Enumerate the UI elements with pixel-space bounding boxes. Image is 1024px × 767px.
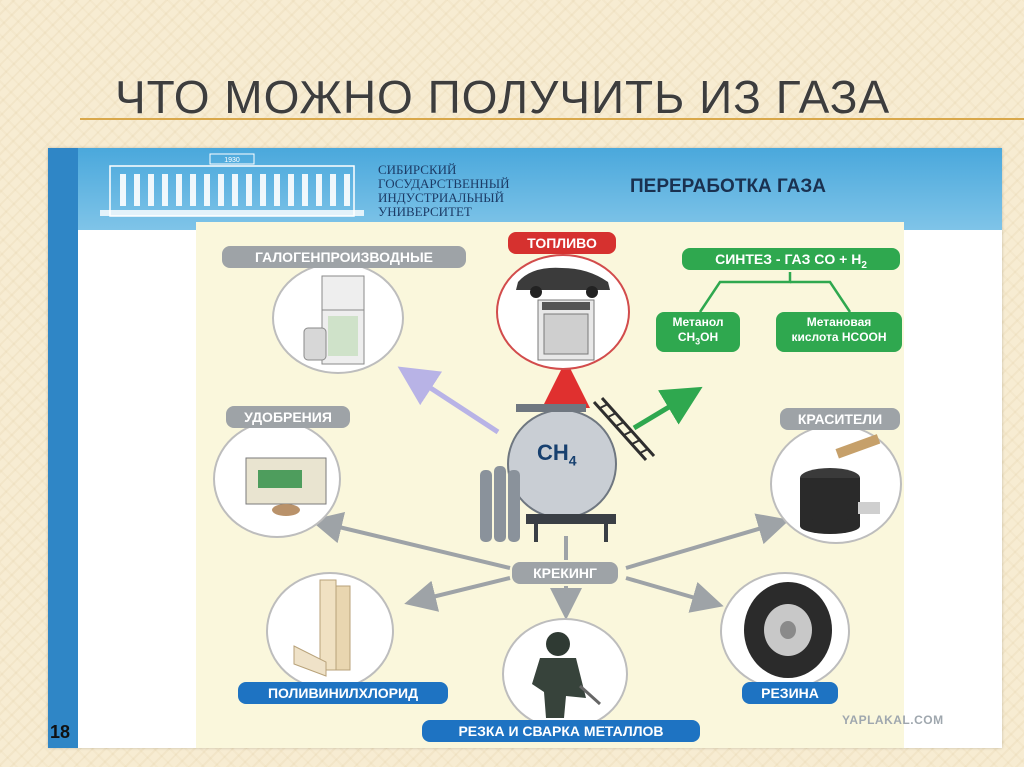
box-formic-acid: Метановая кислота HCOOH bbox=[776, 312, 902, 352]
methane-formula: CH4 bbox=[537, 440, 577, 468]
label-pvc: ПОЛИВИНИЛХЛОРИД bbox=[238, 682, 448, 704]
arrow-to-formic-acid bbox=[790, 280, 852, 313]
slide-page-number: 18 bbox=[50, 722, 71, 742]
tire-icon bbox=[744, 582, 832, 678]
watermark: YAPLAKAL.COM bbox=[842, 713, 944, 727]
title-underline bbox=[80, 118, 1024, 120]
fertilizer-box-icon bbox=[245, 457, 327, 516]
label-synthesis-gas: СИНТЕЗ - ГАЗ CO + H2 bbox=[682, 248, 900, 271]
building-year: 1930 bbox=[224, 157, 240, 164]
methanol-name: Метанол bbox=[672, 315, 724, 329]
label-fertilizers: УДОБРЕНИЯ bbox=[226, 406, 350, 428]
synthesis-gas-text: СИНТЕЗ - ГАЗ CO + H bbox=[715, 251, 862, 267]
arrow-to-halogen bbox=[397, 366, 500, 435]
university-line: ГОСУДАРСТВЕННЫЙ bbox=[378, 176, 510, 191]
left-accent-bar bbox=[48, 148, 78, 748]
formic-acid-formula: кислота HCOOH bbox=[791, 330, 887, 344]
paint-can-icon bbox=[800, 434, 881, 534]
label-halogen-derivatives: ГАЛОГЕНПРОИЗВОДНЫЕ bbox=[222, 246, 466, 268]
label-rubber: РЕЗИНА bbox=[742, 682, 838, 704]
car-and-stove-icon bbox=[516, 267, 610, 361]
arrow-to-methanol bbox=[698, 272, 792, 313]
university-line: УНИВЕРСИТЕТ bbox=[378, 204, 472, 219]
university-name: СИБИРСКИЙ ГОСУДАРСТВЕННЫЙ ИНДУСТРИАЛЬНЫЙ… bbox=[378, 163, 548, 219]
label-metal-cutting: РЕЗКА И СВАРКА МЕТАЛЛОВ bbox=[422, 720, 700, 742]
methane-subscript: 4 bbox=[568, 452, 577, 469]
label-fuel: ТОПЛИВО bbox=[508, 232, 616, 254]
arrow-to-rubber bbox=[625, 576, 724, 613]
arrow-to-pvc bbox=[404, 576, 511, 612]
university-building-icon: 1930 bbox=[100, 153, 364, 217]
arrow-to-synthesis-gas bbox=[632, 386, 703, 431]
gas-tank-icon bbox=[480, 396, 656, 542]
synthesis-gas-subscript: 2 bbox=[861, 259, 867, 271]
box-methanol: Метанол CH3OH bbox=[656, 312, 740, 352]
methane-label: CH bbox=[537, 440, 569, 465]
arrow-to-dyes bbox=[625, 513, 790, 570]
university-line: ИНДУСТРИАЛЬНЫЙ bbox=[378, 190, 505, 205]
section-title: ПЕРЕРАБОТКА ГАЗА bbox=[630, 176, 826, 197]
welder-icon bbox=[532, 632, 602, 718]
label-cracking: КРЕКИНГ bbox=[512, 562, 618, 584]
slide-title: ЧТО МОЖНО ПОЛУЧИТЬ ИЗ ГАЗА bbox=[115, 71, 891, 123]
formic-acid-name: Метановая bbox=[806, 315, 872, 329]
university-line: СИБИРСКИЙ bbox=[378, 162, 457, 177]
refrigerator-icon bbox=[303, 275, 365, 365]
methanol-formula: CH3OH bbox=[677, 330, 719, 347]
pvc-rolls-icon bbox=[293, 579, 351, 677]
arrow-to-fertilizers bbox=[310, 512, 511, 570]
label-dyes: КРАСИТЕЛИ bbox=[780, 408, 900, 430]
